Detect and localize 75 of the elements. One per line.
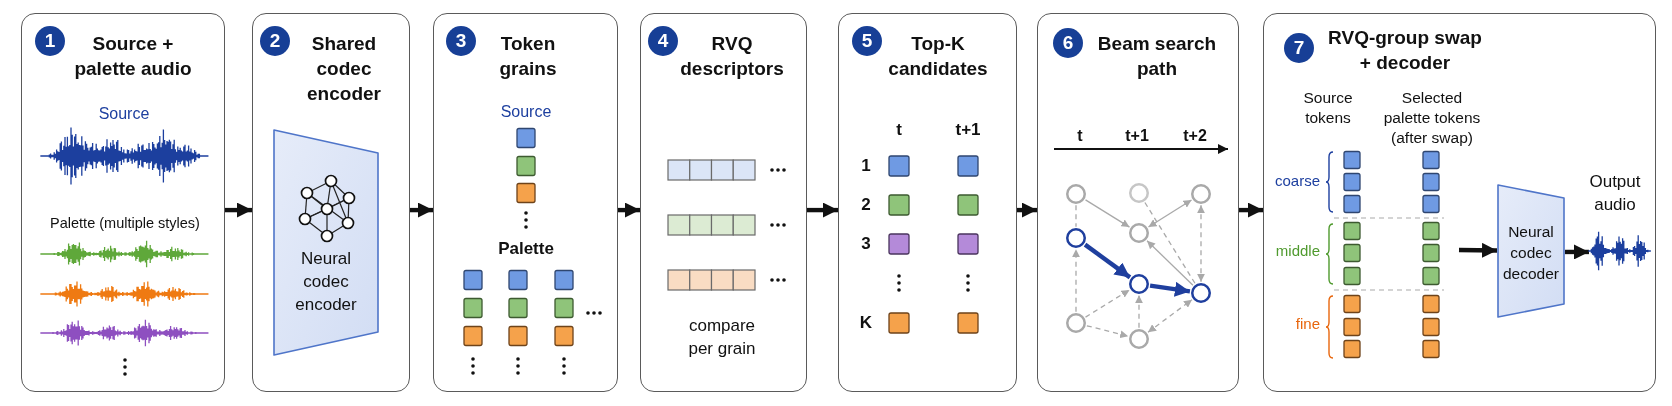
block-label: Neural codec encoder [294, 248, 358, 316]
dashed-arrow [1086, 325, 1129, 339]
state-circle [1066, 228, 1086, 248]
time-step-label: t+2 [1182, 126, 1208, 146]
arrow [1017, 202, 1037, 218]
arrow [1565, 244, 1589, 260]
step-panel [640, 13, 807, 392]
state-circle [1129, 183, 1149, 203]
group-label: middle [1274, 241, 1320, 261]
row-label: 1 [860, 155, 872, 177]
column-header: Source tokens [1302, 88, 1354, 128]
dashed-connector-line [1075, 204, 1077, 228]
step-title: RVQ-group swap + decoder [1327, 26, 1483, 75]
arrow [410, 202, 433, 218]
double-headed-arrow [1147, 199, 1193, 228]
note-text: compare per grain [687, 315, 757, 360]
column-header: t [895, 119, 903, 141]
dashed-double-headed-arrow [1197, 204, 1205, 283]
step-title: Top-K candidates [887, 32, 989, 81]
step-number: 5 [852, 26, 882, 56]
step-title: Beam search path [1096, 32, 1218, 81]
time-step-label: t+1 [1124, 126, 1150, 146]
state-circle [1066, 184, 1086, 204]
state-circle [1129, 329, 1149, 349]
arrow [1458, 242, 1498, 258]
column-header: Selected palette tokens (after swap) [1382, 88, 1482, 148]
time-step-label: t [1076, 126, 1084, 146]
state-circle [1129, 223, 1149, 243]
dashed-arrow [1084, 289, 1131, 318]
waveform-label: Output audio [1588, 171, 1642, 216]
arrow [618, 202, 640, 218]
step-panel [838, 13, 1017, 392]
arrow [1084, 199, 1131, 228]
step-title: Source + palette audio [73, 32, 193, 81]
token-group-label: Source [499, 102, 553, 122]
arrow [1149, 281, 1191, 297]
dashed-arrow [1135, 294, 1143, 329]
state-circle [1066, 313, 1086, 333]
dashed-double-headed-arrow [1147, 299, 1193, 333]
block-label: Neural codec decoder [1502, 222, 1560, 284]
column-header: t+1 [954, 119, 982, 141]
dashed-connector-line [1144, 201, 1196, 285]
row-label: 2 [860, 194, 872, 216]
arrow [1239, 202, 1263, 218]
waveform-group-label: Palette (multiple styles) [49, 214, 201, 233]
step-title: Shared codec encoder [306, 32, 382, 106]
arrow [225, 202, 252, 218]
step-panel [252, 13, 410, 392]
step-number: 1 [35, 26, 65, 56]
state-circle [1129, 274, 1149, 294]
row-label: K [858, 312, 874, 334]
step-number: 6 [1053, 28, 1083, 58]
waveform-label: Source [97, 104, 151, 124]
step-number: 3 [446, 26, 476, 56]
step-panel [433, 13, 618, 392]
step-number: 2 [260, 26, 290, 56]
row-label: 3 [860, 233, 872, 255]
step-number: 4 [648, 26, 678, 56]
arrow [807, 202, 838, 218]
step-title: Token grains [498, 32, 558, 81]
step-title: RVQ descriptors [679, 32, 785, 81]
group-label: fine [1294, 314, 1320, 334]
encoder-block [273, 129, 379, 356]
dashed-arrow [1072, 248, 1080, 313]
step-number: 7 [1284, 33, 1314, 63]
arrow [1146, 240, 1194, 286]
step-panel [1263, 13, 1656, 392]
token-group-label: Palette [497, 238, 555, 260]
step-panel [1037, 13, 1239, 392]
decoder-block [1497, 184, 1565, 318]
group-label: coarse [1273, 171, 1320, 191]
arrow [1083, 242, 1132, 280]
state-circle [1191, 184, 1211, 204]
state-circle [1191, 283, 1211, 303]
step-panel [21, 13, 225, 392]
